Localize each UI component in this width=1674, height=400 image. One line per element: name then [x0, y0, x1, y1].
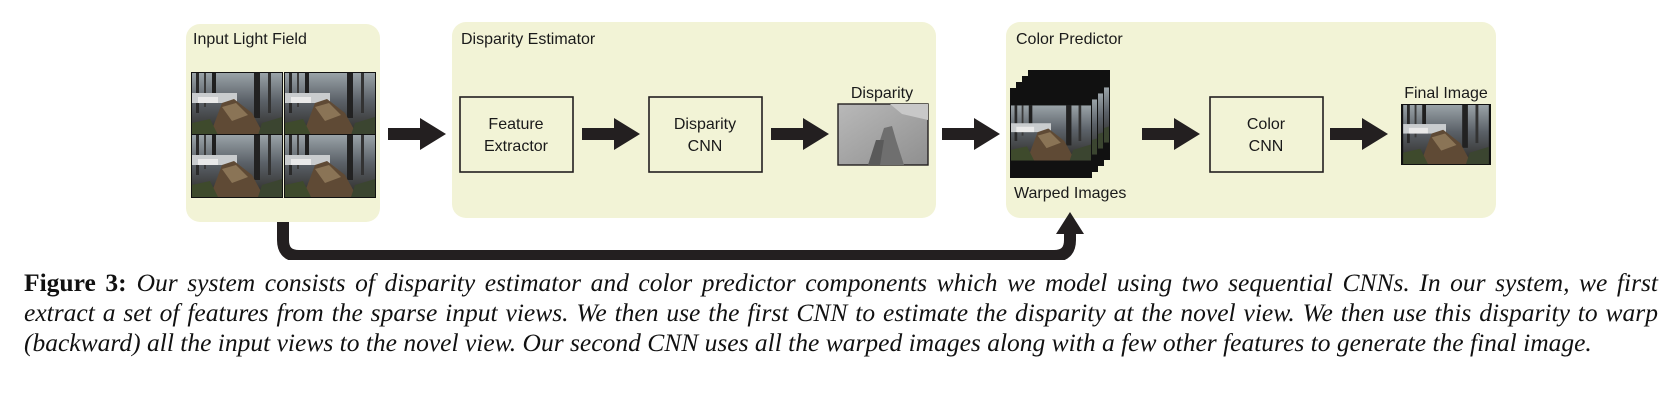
figure-label: Figure 3: [24, 268, 127, 297]
arrow-disparity-cnn-to-disparity [771, 118, 829, 150]
figure-caption-text: Our system consists of disparity estimat… [24, 268, 1658, 357]
skip-connection-arrowhead [1056, 212, 1084, 234]
arrow-disparity-to-warp [942, 118, 1000, 150]
arrow-input-to-feature [388, 118, 446, 150]
final-image [1401, 104, 1491, 165]
figure-caption: Figure 3:Our system consists of disparit… [24, 268, 1658, 358]
color-cnn-box [1209, 96, 1324, 173]
feature-extractor-label-line1: Feature [488, 116, 543, 133]
arrow-color-cnn-to-final [1330, 118, 1388, 150]
input-view-grid [191, 72, 376, 198]
arrow-feature-to-disparity-cnn [582, 118, 640, 150]
color-cnn-label-line2: CNN [1249, 138, 1284, 155]
color-cnn-label-line1: Color [1247, 116, 1286, 133]
warped-images-stack [1010, 70, 1110, 178]
disparity-map-image [837, 103, 929, 166]
disparity-cnn-box [648, 96, 763, 173]
disparity-cnn-label-line2: CNN [688, 138, 723, 155]
warped-images-label: Warped Images [1014, 185, 1126, 202]
disparity-label: Disparity [851, 85, 913, 102]
feature-extractor-label-line2: Extractor [484, 138, 549, 155]
color-predictor-panel [1006, 22, 1496, 218]
disparity-estimator-title: Disparity Estimator [461, 31, 596, 48]
arrow-warped-to-color-cnn [1142, 118, 1200, 150]
pipeline-diagram: Input Light Field Disparity Estimator Co… [186, 22, 1496, 260]
skip-connection-arrow [277, 222, 1076, 260]
feature-extractor-box [459, 96, 574, 173]
disparity-cnn-label-line1: Disparity [674, 116, 736, 133]
input-light-field-title: Input Light Field [193, 31, 307, 48]
final-image-label: Final Image [1404, 85, 1488, 102]
color-predictor-title: Color Predictor [1016, 31, 1123, 48]
